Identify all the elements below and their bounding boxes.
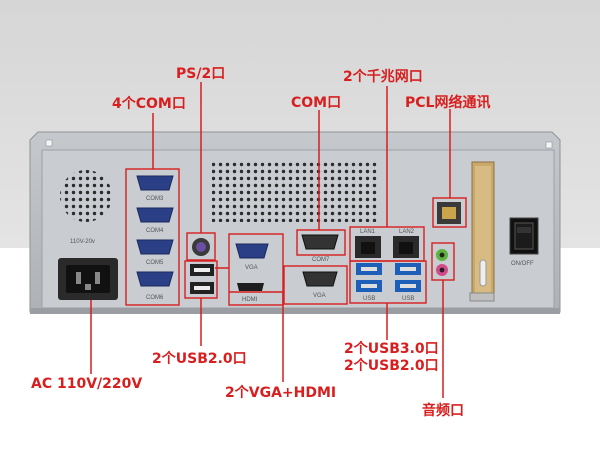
label-com4: 4个COM口 (112, 96, 186, 112)
usb3-usb2-ports: USB USB (356, 263, 421, 302)
vga-port-bottom: VGA (302, 271, 338, 299)
com7-port: COM7 (301, 234, 339, 263)
usb2-left-ports (190, 264, 214, 294)
label-usb3: 2个USB3.0口 (344, 341, 439, 357)
hdmi-port: HDMI (237, 283, 264, 303)
psu-vent (60, 170, 112, 222)
label-vga-hdmi: 2个VGA+HDMI (225, 385, 337, 401)
lan2-label: LAN2 (399, 229, 415, 235)
label-usb2-right: 2个USB2.0口 (344, 358, 439, 374)
vga-port-top: VGA (235, 243, 269, 271)
audio-jacks (436, 249, 448, 276)
com7-label: COM7 (312, 257, 330, 263)
label-usb2-left: 2个USB2.0口 (152, 351, 247, 367)
pcl-network-port (437, 202, 461, 224)
com5-label: COM5 (146, 260, 164, 266)
switch-label: ON/OFF (511, 261, 534, 267)
label-pcl: PCL网络通讯 (405, 95, 491, 111)
com-ports-group: COM3 COM4 COM5 COM6 (136, 175, 174, 301)
leader-lines (90, 82, 451, 398)
power-switch: ON/OFF (509, 217, 539, 267)
expansion-bracket (469, 161, 495, 302)
ps2-port (192, 238, 210, 256)
box-usb3 (349, 260, 427, 304)
ac-power-socket (58, 258, 118, 300)
label-ac: AC 110V/220V (31, 376, 143, 392)
label-audio: 音频口 (422, 403, 464, 419)
box-vga-bottom (283, 265, 348, 305)
label-ps2: PS/2口 (176, 66, 226, 82)
lan1-label: LAN1 (360, 229, 376, 235)
voltage-label: 110V-20v (70, 239, 95, 245)
vga-top-label: VGA (245, 265, 258, 271)
label-lan2: 2个千兆网口 (343, 69, 423, 85)
lan-ports: LAN1 LAN2 (355, 229, 419, 258)
box-com7 (296, 229, 346, 256)
box-vga-hdmi (228, 233, 284, 306)
usb-right-label: USB (402, 296, 414, 302)
label-com: COM口 (291, 95, 342, 111)
com4-label: COM4 (146, 228, 164, 234)
hdmi-label: HDMI (242, 297, 258, 303)
vga-bottom-label: VGA (313, 293, 326, 299)
com3-label: COM3 (146, 196, 164, 202)
motherboard-vent (212, 160, 378, 222)
com6-label: COM6 (146, 295, 164, 301)
usb-left-label: USB (363, 296, 375, 302)
